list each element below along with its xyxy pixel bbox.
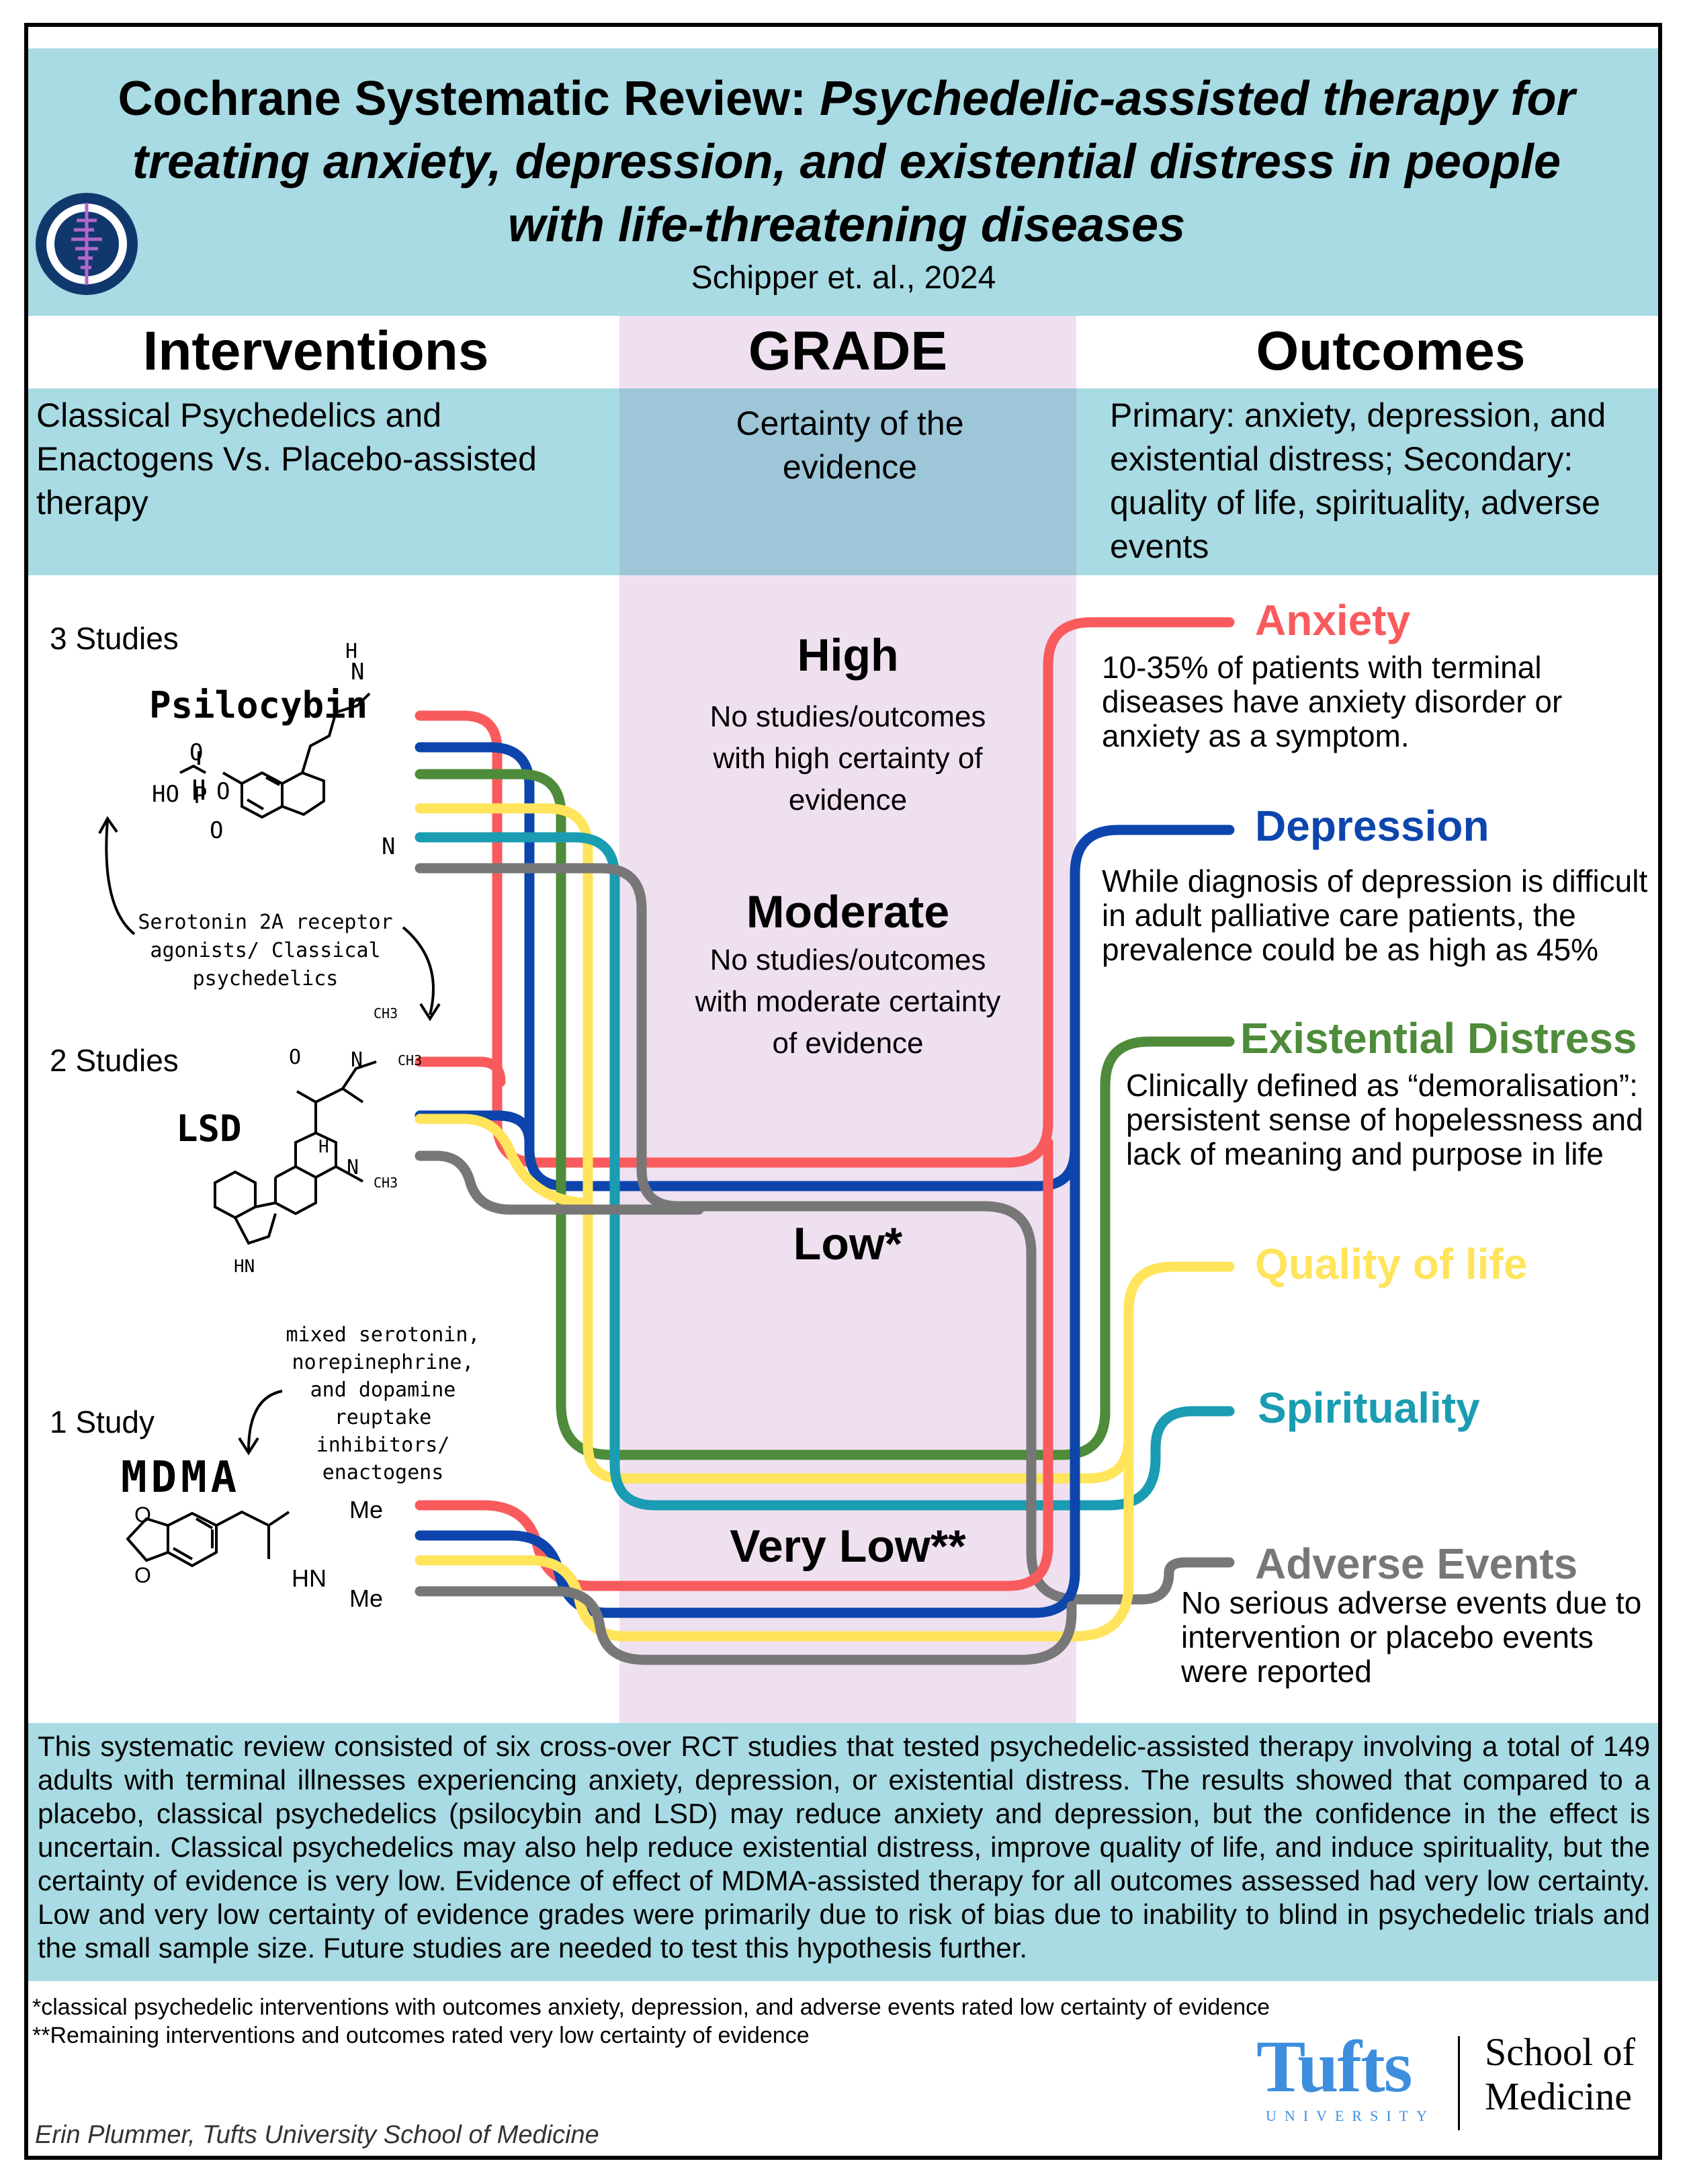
footnote-very-low: **Remaining interventions and outcomes r… [32,2023,810,2048]
pathway-psilocybin-spirituality [415,832,1235,1511]
chem-lsd-h: H [318,1137,329,1157]
summary-paragraph: This systematic review consisted of six … [38,1730,1650,1964]
chem-lsd-o: O [289,1046,302,1069]
cochrane-logo-icon [36,193,138,295]
drug-name-psilocybin: Psilocybin [149,684,368,726]
curved-arrow-down-icon [402,926,441,1021]
chem-lsd-n: N [351,1048,363,1072]
pathway-psilocybin-quality [415,803,1235,1484]
outcomes-description: Primary: anxiety, depression, and existe… [1110,396,1606,565]
pathway-lsd-quality [415,1114,590,1208]
grade-heading: GRADE [748,321,948,382]
outcome-anxiety-text: 10-35% of patients with terminal disease… [1102,650,1563,753]
author-credit: Erin Plummer, Tufts University School of… [35,2121,599,2149]
outcome-quality-title: Quality of life [1255,1240,1528,1288]
chem-lsd-ch3-bottom: CH3 [374,1175,398,1191]
pathway-lsd-anxiety [415,1056,506,1087]
pathway-mdma-adverse [415,1586,1077,1665]
interventions-description: Classical Psychedelics and Enactogens Vs… [36,396,537,521]
grade-moderate-label: Moderate [746,886,950,937]
footnote-low: *classical psychedelic interventions wit… [32,1994,1270,2020]
title-line-3: with life-threatening diseases [507,198,1186,252]
citation: Schipper et. al., 2024 [691,260,996,296]
tufts-university-text: UNIVERSITY [1266,2107,1435,2124]
curved-arrow-mdma-icon [238,1390,283,1456]
chem-mdma-hn: HN [292,1564,327,1592]
outcome-adverse-text: No serious adverse events due to interve… [1181,1585,1642,1689]
chem-o-bottom: O [210,817,224,844]
serotonin-annotation: Serotonin 2A receptor agonists/ Classica… [138,911,393,991]
summary-band [28,1723,1658,1981]
title-line-2: treating anxiety, depression, and existe… [132,135,1561,189]
mdma-structure-icon [126,1510,290,1568]
outcome-depression-title: Depression [1255,802,1489,850]
chem-o-top: O [189,739,204,766]
outcomes-heading: Outcomes [1256,321,1526,382]
mdma-annotation: mixed serotonin, norepinephrine, and dop… [286,1323,480,1484]
school-line-2: Medicine [1485,2074,1633,2118]
chem-ho: HO [152,781,179,808]
chem-lsd-n-ring: N [347,1156,359,1179]
outcome-spirituality-title: Spirituality [1258,1384,1480,1432]
outcome-existential-text: Clinically defined as “demoralisation”: … [1126,1068,1643,1171]
outcome-depression-text: While diagnosis of depression is difficu… [1102,864,1648,967]
chem-p: P [193,782,208,809]
tag-mdma-studies: 1 Study [32,1396,234,1447]
pathway-psilocybin-anxiety [415,617,1235,1168]
chem-h: H [345,640,358,663]
grade-subheader-band [619,388,1076,575]
chem-lsd-hn: HN [234,1257,255,1277]
poster-frame [24,23,1662,2160]
grade-description: Certainty of the evidence [736,405,964,486]
lsd-structure-icon [214,1060,377,1245]
tag-psilocybin-label: 3 Studies [50,621,179,656]
curved-arrow-up-icon [98,816,136,935]
psilocybin-structure-icon [179,692,371,819]
chem-n-indole: N [382,833,396,860]
chem-lsd-ch3-right: CH3 [398,1052,423,1068]
grade-very-low-label: Very Low** [730,1521,966,1572]
drug-name-lsd: LSD [176,1107,242,1150]
interventions-heading: Interventions [142,321,489,382]
school-line-1: School of [1485,2030,1635,2074]
outcome-anxiety-title: Anxiety [1255,596,1411,644]
pathway-lsd-adverse [415,1150,704,1215]
pathway-lsd-depression [415,1110,535,1148]
pathway-psilocybin-adverse [415,863,1235,1605]
grade-moderate-note: No studies/outcomes with moderate certai… [695,943,1001,1060]
chem-mdma-me-bottom: Me [349,1585,384,1612]
logo-divider [1458,2036,1460,2130]
chem-mdma-o-bottom: O [134,1563,151,1587]
tufts-wordmark: Tufts [1256,2025,1413,2107]
chem-mdma-me-top: Me [349,1496,384,1523]
title-band [28,48,1658,316]
grade-high-note: No studies/outcomes with high certainty … [709,700,986,816]
tag-mdma-label: 1 Study [50,1404,155,1439]
outcome-adverse-title: Adverse Events [1255,1540,1578,1588]
outcome-existential-title: Existential Distress [1240,1014,1637,1062]
drug-name-mdma: MDMA [121,1453,241,1503]
chem-o-right: O [216,778,230,805]
title-lead: Cochrane Systematic Review: [118,72,820,126]
tufts-logo: Tufts UNIVERSITY School of Medicine [1250,2029,1653,2144]
tag-psilocybin-studies: 3 Studies [32,613,234,664]
grade-high-label: High [797,630,899,681]
grade-low-label: Low* [793,1218,903,1269]
title-line-1: Psychedelic-assisted therapy for [819,72,1575,126]
pathway-psilocybin-depression [415,742,1235,1191]
chem-lsd-ch3-top: CH3 [374,1005,398,1021]
tag-lsd-label: 2 Studies [50,1043,179,1078]
tag-lsd-studies: 2 Studies [32,1035,234,1086]
poster-title: Cochrane Systematic Review: Psychedelic-… [54,67,1639,257]
chem-n-amine: N [351,659,365,685]
chem-mdma-o-top: O [134,1503,151,1527]
